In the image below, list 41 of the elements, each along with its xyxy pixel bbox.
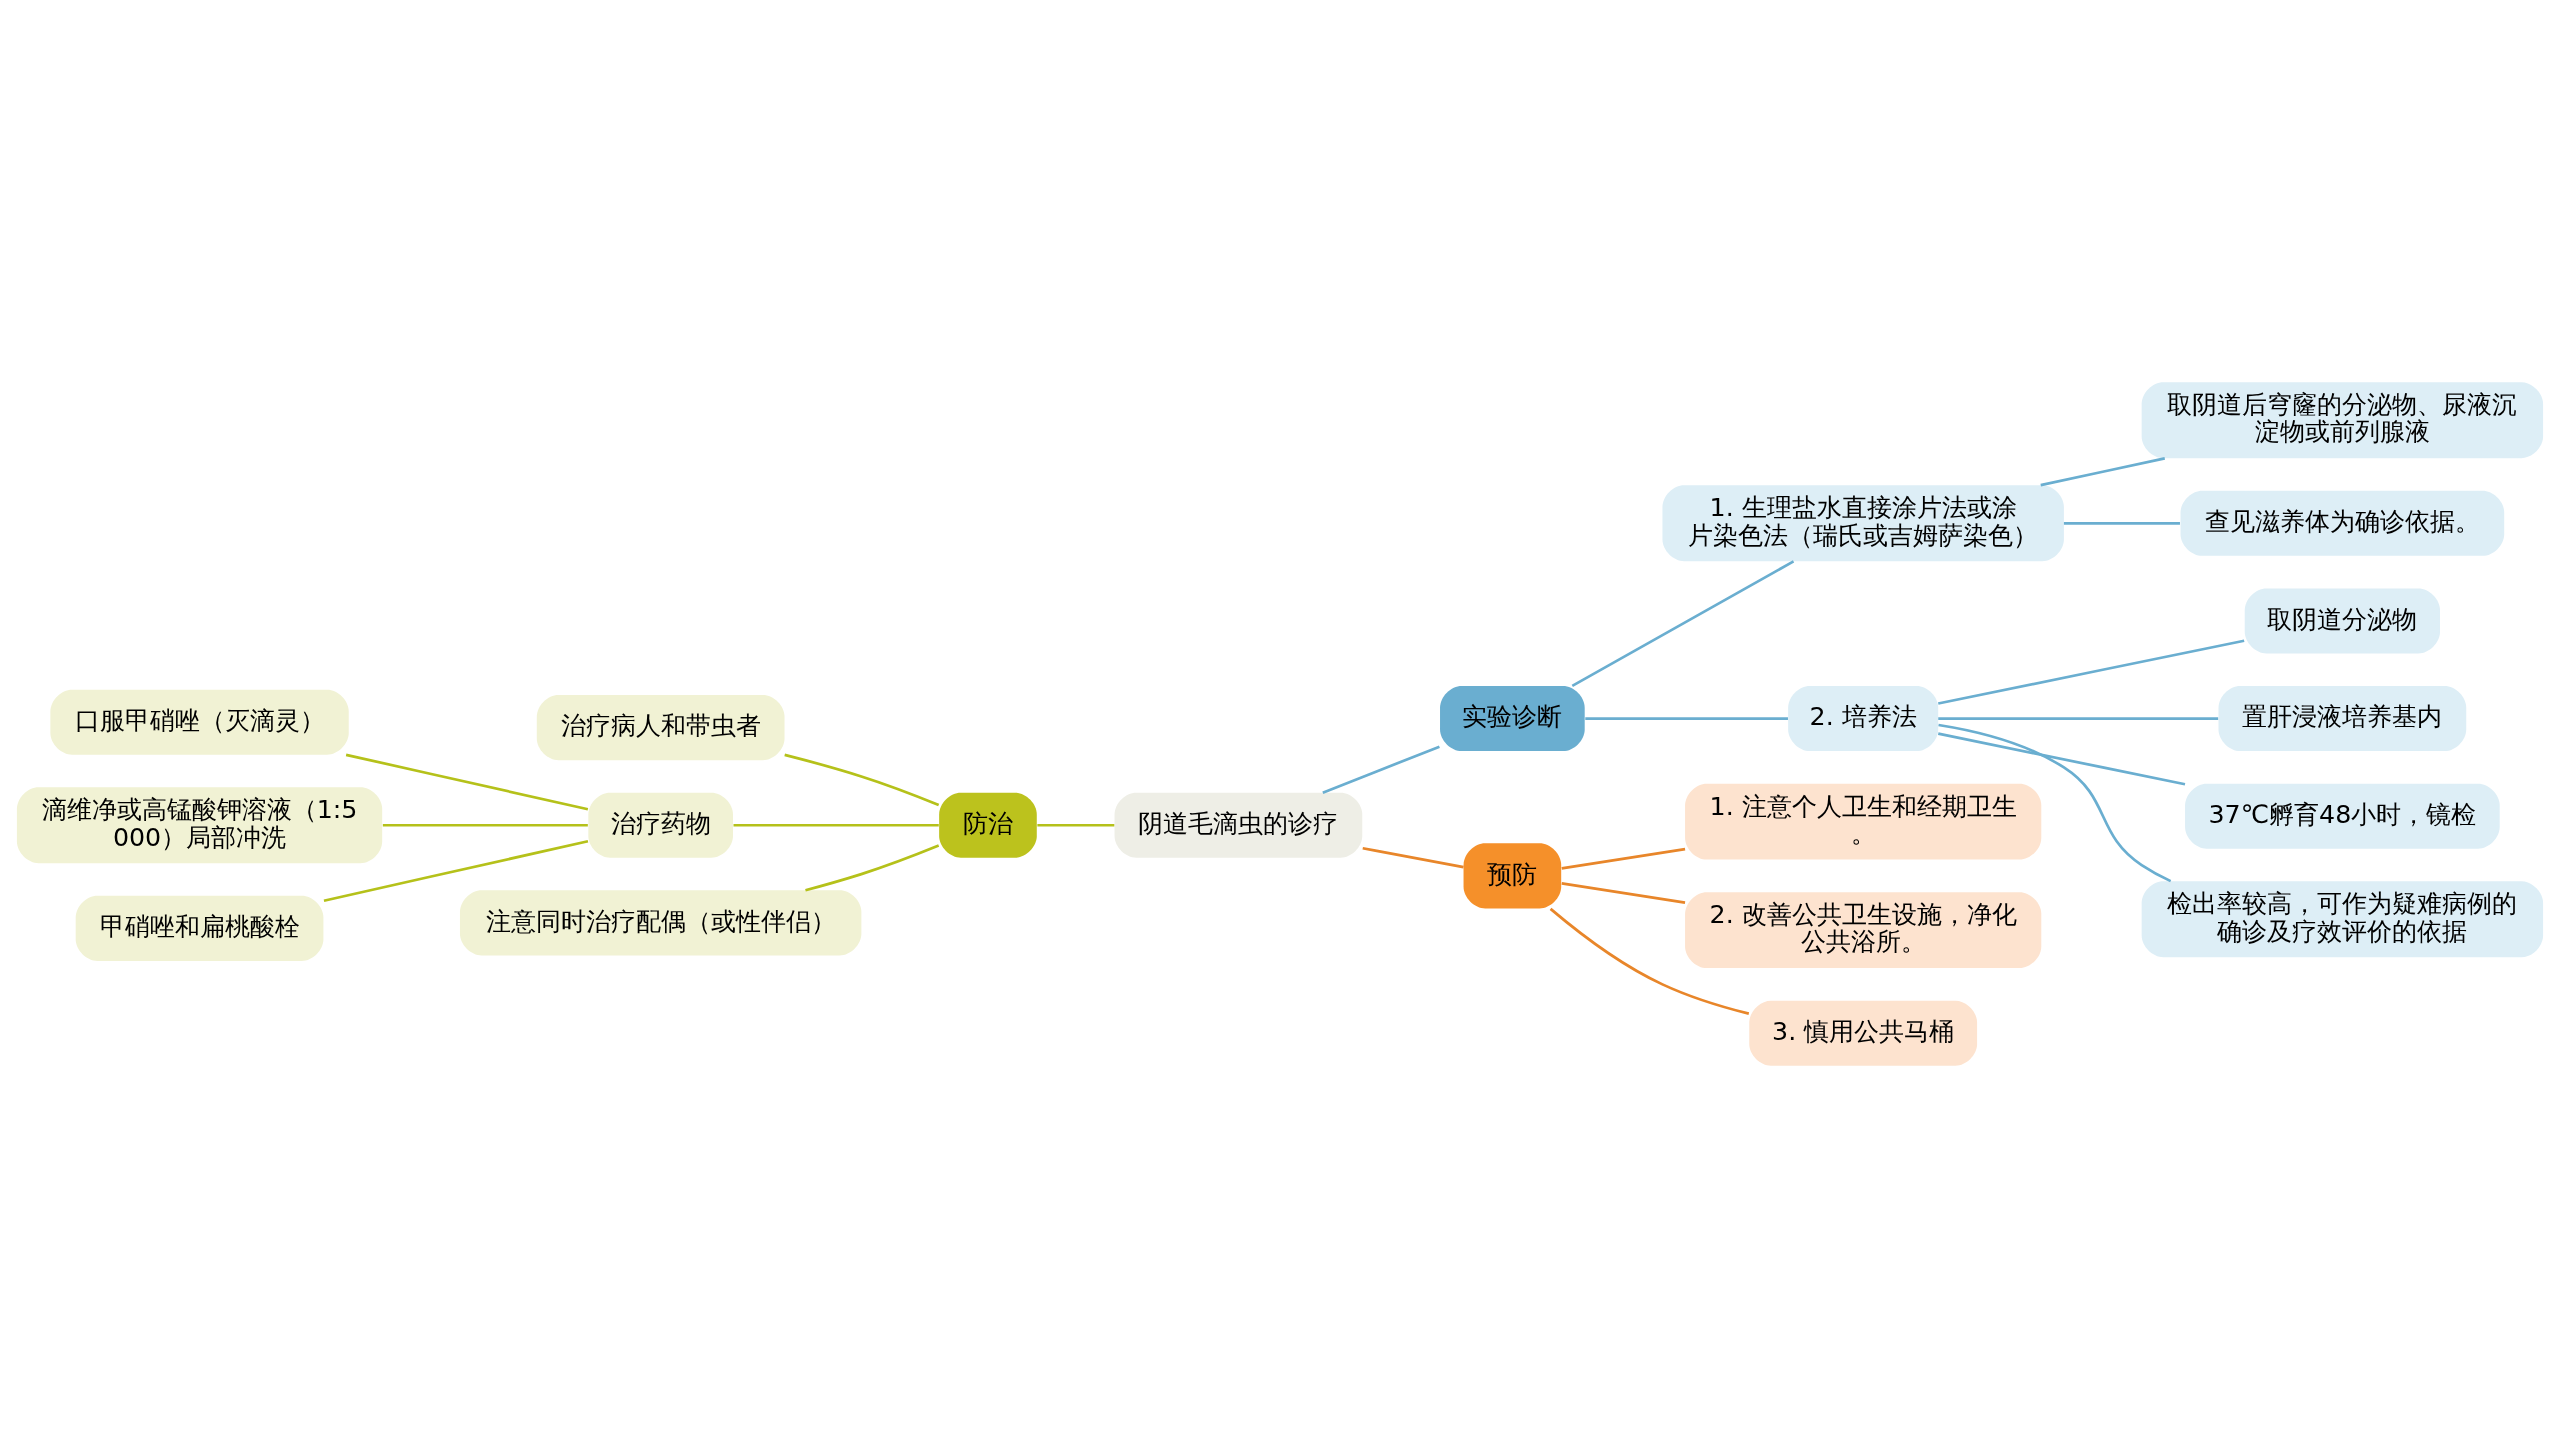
node-box: 防治 xyxy=(939,792,1037,858)
connector xyxy=(1362,846,1464,868)
connector xyxy=(784,753,940,806)
node-box: 3. 慎用公共马桶 xyxy=(1749,1000,1978,1066)
node-box: 1. 生理盐水直接涂片法或涂片染色法（瑞氏或吉姆萨染色） xyxy=(1662,484,2064,561)
node-box: 治疗药物 xyxy=(588,792,733,858)
node-box: 滴维净或高锰酸钾溶液（1:5000）局部冲洗 xyxy=(16,786,383,863)
connector xyxy=(1938,723,2172,882)
connector xyxy=(382,823,588,827)
node-box: 2. 改善公共卫生设施，净化公共浴所。 xyxy=(1685,891,2042,968)
node-box: 查见滋养体为确诊依据。 xyxy=(2180,490,2505,556)
connector xyxy=(345,753,589,811)
connector xyxy=(1585,716,1788,720)
node-box: 注意同时治疗配偶（或性伴侣） xyxy=(459,889,862,955)
node-box: 取阴道分泌物 xyxy=(2244,587,2440,653)
node-box: 治疗病人和带虫者 xyxy=(536,694,785,760)
node-box: 阴道毛滴虫的诊疗 xyxy=(1114,792,1363,858)
node-box: 1. 注意个人卫生和经期卫生。 xyxy=(1685,783,2042,860)
connector xyxy=(805,843,940,892)
node-box: 检出率较高，可作为疑难病例的确诊及疗效评价的依据 xyxy=(2141,880,2544,957)
node-box: 甲硝唑和扁桃酸栓 xyxy=(75,895,324,961)
node-box: 置肝浸液培养基内 xyxy=(2218,685,2467,751)
connector xyxy=(1937,731,2186,786)
connector xyxy=(1561,881,1686,904)
connector xyxy=(733,823,939,827)
connector xyxy=(1938,716,2219,720)
node-box: 37℃孵育48小时，镜检 xyxy=(2185,783,2500,849)
node-box: 口服甲硝唑（灭滴灵） xyxy=(50,689,349,755)
connector xyxy=(1571,559,1795,687)
connector xyxy=(1937,638,2245,705)
connector xyxy=(1322,744,1440,794)
connector xyxy=(1549,907,1750,1015)
node-box: 取阴道后穹窿的分泌物、尿液沉淀物或前列腺液 xyxy=(2141,381,2544,458)
node-box: 2. 培养法 xyxy=(1788,685,1939,751)
connector xyxy=(323,839,589,902)
connector xyxy=(1561,847,1686,870)
node-box: 预防 xyxy=(1463,842,1562,908)
connector xyxy=(2040,456,2166,487)
connector xyxy=(2063,521,2180,525)
node-box: 实验诊断 xyxy=(1440,685,1585,751)
connector xyxy=(1037,823,1115,827)
